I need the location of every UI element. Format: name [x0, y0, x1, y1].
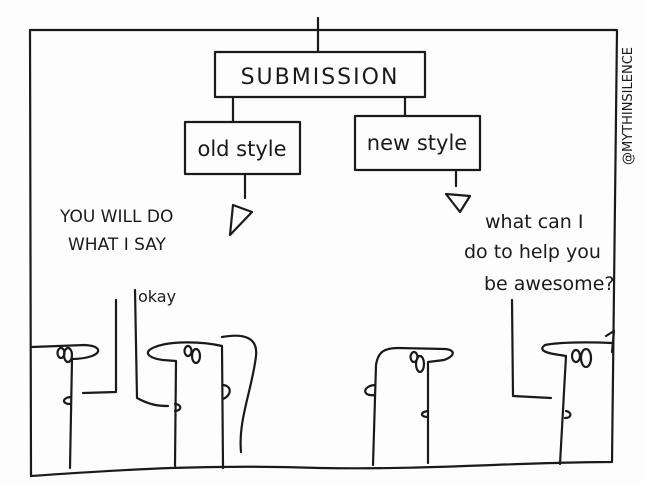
- artist-credit: @MYTHINSILENCE: [621, 47, 636, 165]
- figure-boss-new: [510, 298, 616, 466]
- branch-lines: [231, 95, 407, 124]
- figure-employee-new: [364, 346, 454, 467]
- right-speech-line-3: be awesome?: [484, 273, 614, 295]
- old-style-arrow: [228, 172, 254, 237]
- hair-tick: [604, 329, 616, 354]
- figure-employee-old: [133, 288, 258, 470]
- left-speech-line-1: YOU WILL DO: [59, 207, 173, 227]
- new-style-arrow: [444, 168, 472, 214]
- submission-label: SUBMISSION: [241, 65, 400, 90]
- figure-boss-old: [30, 298, 118, 470]
- new-style-box: [353, 114, 482, 172]
- speech-line-boss: [81, 298, 118, 395]
- old-style-label: old style: [197, 137, 286, 161]
- old-style-box: [183, 120, 302, 176]
- speech-line-boss-new: [510, 298, 553, 400]
- new-style-label: new style: [367, 131, 467, 155]
- right-speech-line-2: do to help you: [464, 241, 601, 263]
- hair-curve: [220, 334, 258, 454]
- panel-frame: [28, 28, 619, 478]
- right-speech-line-1: what can I: [485, 211, 584, 233]
- left-reply: okay: [138, 287, 176, 306]
- submission-box: [213, 50, 427, 99]
- left-speech-line-2: WHAT I SAY: [68, 235, 167, 255]
